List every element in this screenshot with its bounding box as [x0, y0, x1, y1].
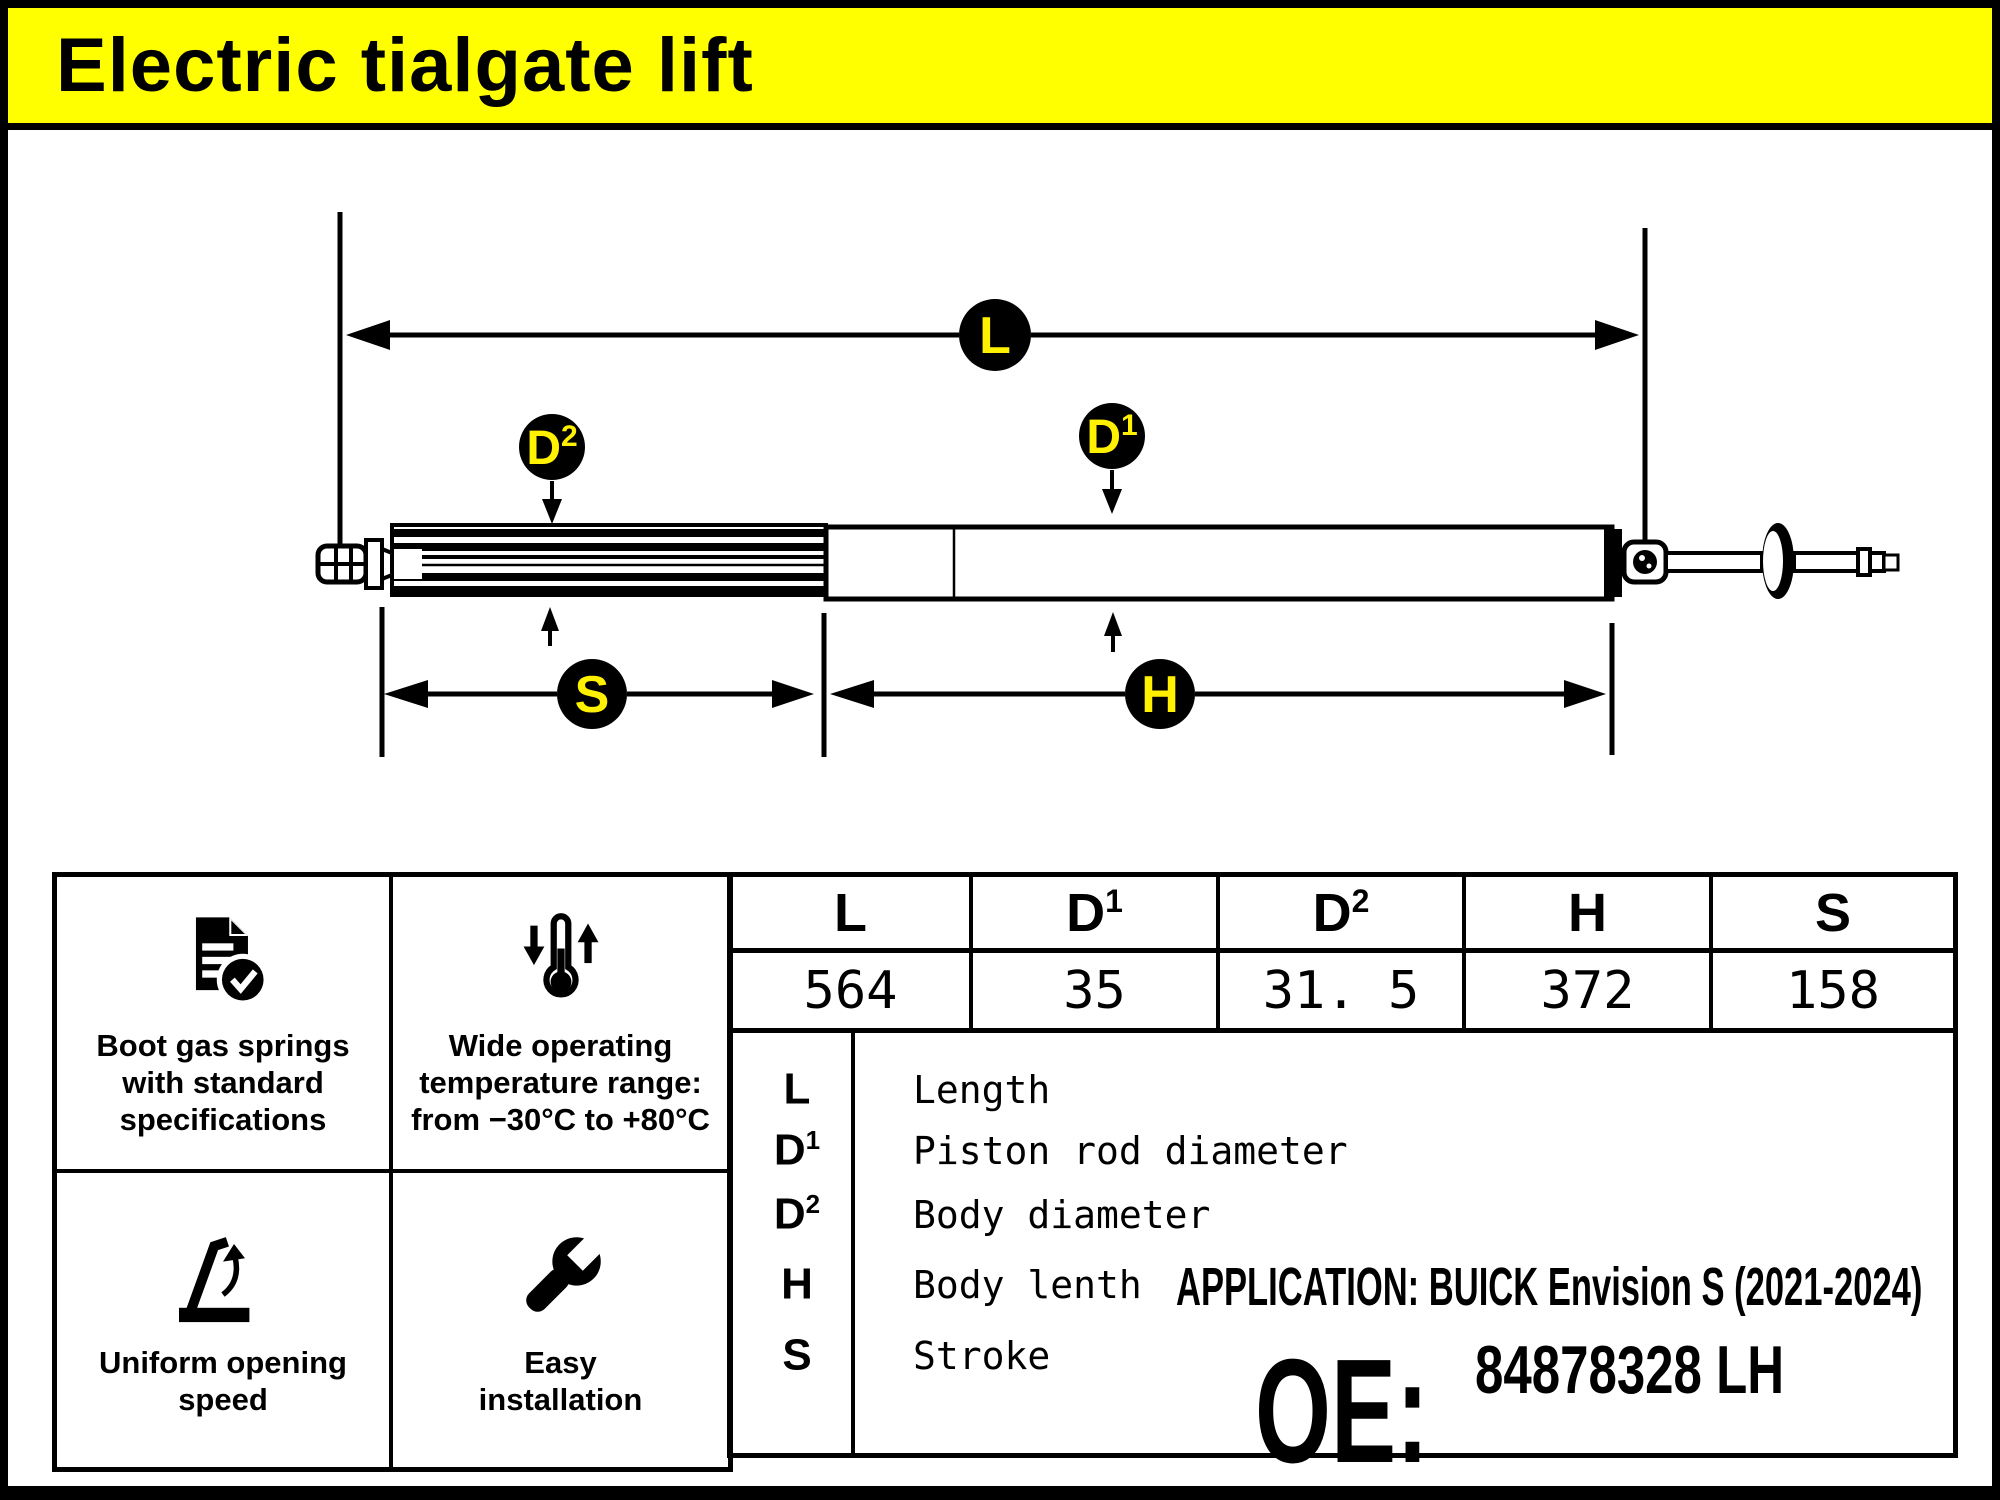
oe-number: 84878328 LH [1475, 1332, 1785, 1408]
spec-header-S: S [1814, 882, 1852, 943]
feature-text-line: Easy [524, 1345, 597, 1380]
spec-table: L D1 D2 H S 564 35 31. 5 372 158 L D1 D2… [727, 872, 1958, 1486]
legend-desc-stroke: Stroke [913, 1334, 1051, 1378]
document-check-icon [195, 916, 269, 1006]
application-text: APPLICATION: BUICK Envision S (2021-2024… [1176, 1257, 1923, 1317]
spec-value-D2: 31. 5 [1262, 960, 1420, 1021]
l-arrow-left [346, 320, 390, 350]
l-arrow-right [1595, 320, 1639, 350]
spec-header-D1: D1 [1066, 882, 1123, 943]
d2-arrow-up [541, 607, 559, 631]
feature-text-line: specifications [119, 1101, 327, 1137]
feature-text-line: speed [178, 1382, 268, 1417]
feature-text-line: Wide operating [448, 1027, 673, 1063]
d1-label-circle [1079, 403, 1145, 469]
thermometer-range-icon [523, 912, 598, 998]
feature-cell-easy-installation: Easy installation [393, 1173, 728, 1467]
title-bar: Electric tialgate lift [8, 8, 1992, 130]
legend-desc-length: Length [913, 1068, 1051, 1112]
legend-symbol-L: L [783, 1064, 811, 1114]
legend-symbol-S: S [782, 1330, 812, 1380]
s-label-circle [557, 659, 627, 729]
d2-label: D2 [526, 420, 577, 475]
legend-symbol-D1: D1 [773, 1125, 821, 1175]
wrench-icon [525, 1230, 608, 1312]
spec-value-S: 158 [1786, 960, 1880, 1021]
d2-arrow-down [542, 499, 562, 524]
legend-symbol-H: H [781, 1259, 813, 1309]
oe-label: OE: [1255, 1329, 1429, 1494]
feature-text-line: installation [478, 1382, 643, 1417]
gas-spring-drawing [315, 523, 1900, 602]
legend-desc-body-lenth: Body lenth [913, 1263, 1142, 1307]
feature-text-line: Boot gas springs [96, 1027, 350, 1063]
feature-text-line: with standard [122, 1064, 324, 1100]
spec-header-H: H [1568, 882, 1607, 943]
l-label-circle [959, 299, 1031, 371]
body-tube [823, 524, 1615, 602]
h-label-circle [1125, 659, 1195, 729]
d2-label-circle [519, 414, 585, 480]
page-title: Electric tialgate lift [56, 23, 754, 108]
h-arrow-left [830, 680, 874, 708]
feature-text-line: from −30°C to +80°C [411, 1101, 710, 1137]
tailgate-open-icon [179, 1237, 250, 1323]
spec-value-L: 564 [803, 960, 898, 1021]
s-arrow-left [384, 680, 428, 708]
l-label: L [979, 307, 1011, 365]
feature-cell-uniform-opening: Uniform opening speed [57, 1173, 389, 1467]
d1-arrow-down [1102, 489, 1122, 514]
feature-text-line: temperature range: [419, 1064, 702, 1100]
legend-desc-body-diameter: Body diameter [913, 1193, 1211, 1237]
feature-text-line: Uniform opening [99, 1345, 347, 1380]
legend-symbol-divider [851, 1033, 855, 1453]
feature-table: Boot gas springs with standard specifica… [52, 872, 733, 1472]
feature-cell-temperature-range: Wide operating temperature range: from −… [393, 877, 728, 1169]
spec-value-H: 372 [1540, 960, 1635, 1021]
legend-symbol-D2: D2 [773, 1189, 821, 1239]
spec-header-L: L [834, 882, 867, 943]
d1-arrow-up [1104, 612, 1122, 636]
h-arrow-right [1564, 680, 1606, 708]
s-arrow-right [772, 680, 814, 708]
spec-value-D1: 35 [1063, 960, 1126, 1021]
h-label: H [1141, 666, 1179, 724]
d1-label: D1 [1086, 409, 1137, 464]
spec-header-D2: D2 [1312, 882, 1370, 943]
strut-diagram: L D2 D1 [315, 212, 1900, 757]
s-label: S [575, 666, 610, 724]
feature-cell-standard-specs: Boot gas springs with standard specifica… [57, 877, 389, 1169]
legend-desc-piston-rod-diameter: Piston rod diameter [913, 1129, 1348, 1173]
